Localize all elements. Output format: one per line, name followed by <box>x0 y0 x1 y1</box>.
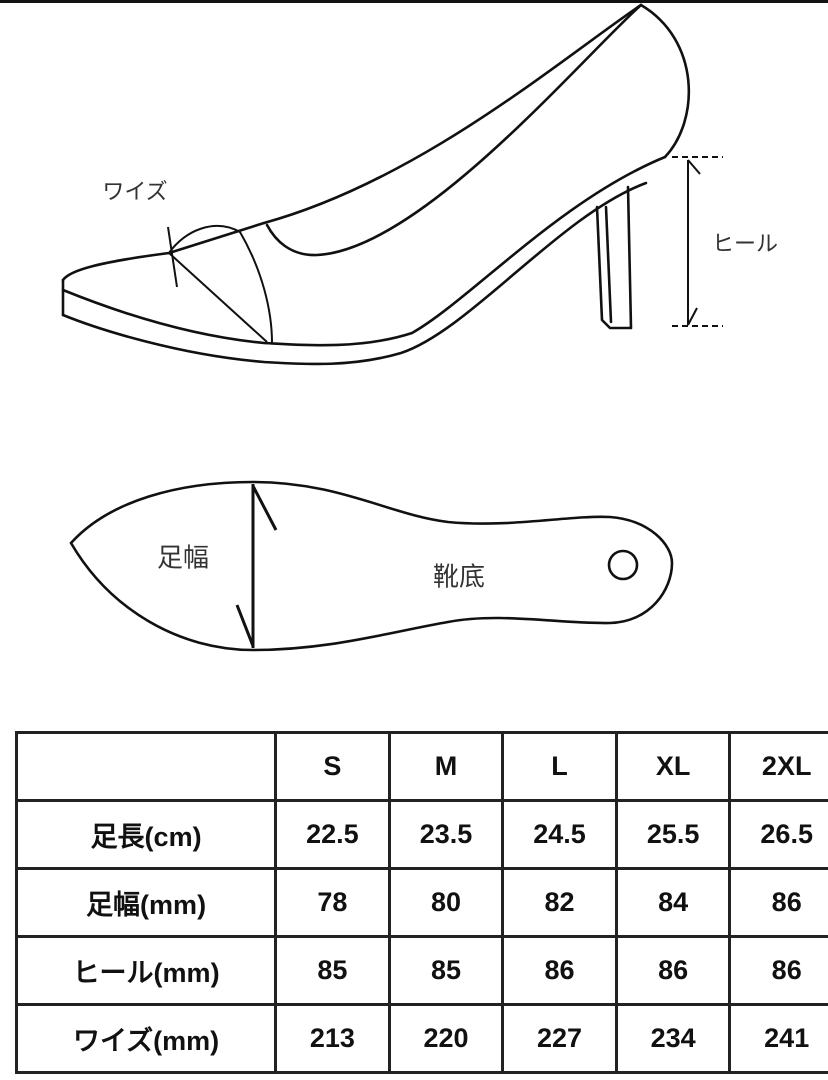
pump-shoe-illustration <box>61 3 690 366</box>
foot-width-arrow <box>235 484 278 648</box>
table-cell: 213 <box>274 1003 391 1074</box>
table-cell: 80 <box>387 867 505 938</box>
foot-width-label: 足幅 <box>156 543 210 574</box>
table-row: 足幅(mm) 78 80 82 84 86 <box>14 867 828 938</box>
table-cell: 22.5 <box>274 799 391 870</box>
heel-height-marker <box>672 156 723 327</box>
table-header-row: S M L XL 2XL <box>14 731 828 802</box>
top-border <box>0 0 828 3</box>
row-header: 足幅(mm) <box>14 867 278 938</box>
width-label: ワイズ <box>102 180 168 205</box>
table-cell: 86 <box>728 867 828 938</box>
table-cell: 220 <box>387 1003 505 1074</box>
corner-cell <box>14 731 278 802</box>
table-cell: 24.5 <box>501 799 618 870</box>
row-header: 足長(cm) <box>14 799 278 870</box>
column-header: XL <box>614 731 732 802</box>
table-cell: 23.5 <box>387 799 505 870</box>
table-cell: 82 <box>501 867 618 938</box>
table-cell: 234 <box>614 1003 732 1074</box>
table-row: ヒール(mm) 85 85 86 86 86 <box>14 935 828 1006</box>
table-cell: 241 <box>728 1003 828 1074</box>
column-header: 2XL <box>728 731 828 802</box>
column-header: S <box>274 731 391 802</box>
table-cell: 78 <box>274 867 391 938</box>
row-header: ヒール(mm) <box>14 935 278 1006</box>
table-cell: 86 <box>614 935 732 1006</box>
width-measure-marker <box>167 225 273 344</box>
table-cell: 25.5 <box>614 799 732 870</box>
table-cell: 26.5 <box>728 799 828 870</box>
heel-label: ヒール <box>711 232 779 257</box>
column-header: L <box>501 731 618 802</box>
size-table: S M L XL 2XL 足長(cm) 22.5 23.5 24.5 25.5 … <box>14 731 828 1074</box>
table-cell: 84 <box>614 867 732 938</box>
row-header: ワイズ(mm) <box>14 1003 278 1074</box>
table-cell: 86 <box>728 935 828 1006</box>
table-row: 足長(cm) 22.5 23.5 24.5 25.5 26.5 <box>14 799 828 870</box>
shoe-diagrams <box>61 3 723 652</box>
table-cell: 86 <box>501 935 618 1006</box>
table-cell: 85 <box>387 935 505 1006</box>
column-header: M <box>387 731 505 802</box>
table-cell: 85 <box>274 935 391 1006</box>
insole-illustration <box>69 480 674 652</box>
table-cell: 227 <box>501 1003 618 1074</box>
table-row: ワイズ(mm) 213 220 227 234 241 <box>14 1003 828 1074</box>
sole-label: 靴底 <box>432 562 486 593</box>
